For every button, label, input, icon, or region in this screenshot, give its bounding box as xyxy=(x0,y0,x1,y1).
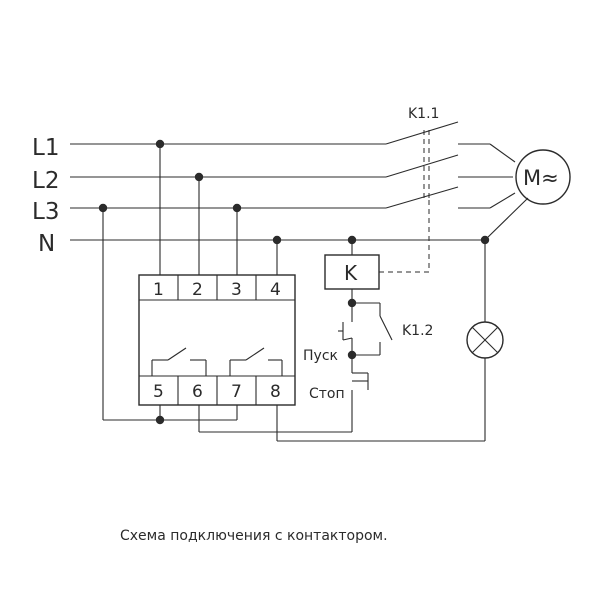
control-circuit xyxy=(338,289,393,432)
terminal-6: 6 xyxy=(192,382,203,402)
diagram-caption: Схема подключения с контактором. xyxy=(120,528,388,544)
label-l3: L3 xyxy=(32,199,59,225)
lamp xyxy=(466,240,504,441)
motor-feed-wires xyxy=(458,143,529,241)
terminal-1: 1 xyxy=(153,280,164,300)
label-n: N xyxy=(38,231,55,257)
wire-l2 xyxy=(70,154,459,178)
motor-circle xyxy=(515,149,571,205)
wire-l1 xyxy=(70,121,459,145)
label-l2: L2 xyxy=(32,168,59,194)
terminal-8: 8 xyxy=(270,382,281,402)
bottom-terminal-wires xyxy=(159,405,485,442)
junctions xyxy=(98,139,490,425)
relay-device xyxy=(138,274,296,406)
terminal-3: 3 xyxy=(231,280,242,300)
terminal-7: 7 xyxy=(231,382,242,402)
label-k1-1: K1.1 xyxy=(408,106,439,122)
label-k1-2: K1.2 xyxy=(402,323,433,339)
motor-label: M≈ xyxy=(523,166,559,190)
label-stop: Стоп xyxy=(309,386,345,402)
k1-1-linkage xyxy=(379,130,430,273)
label-start: Пуск xyxy=(303,348,338,364)
label-l1: L1 xyxy=(32,135,59,161)
terminal-2: 2 xyxy=(192,280,203,300)
coil-k-label: K xyxy=(344,261,358,285)
terminal-4: 4 xyxy=(270,280,281,300)
terminal-feed-wires xyxy=(102,144,278,421)
terminal-5: 5 xyxy=(153,382,164,402)
wire-l3 xyxy=(70,186,459,209)
